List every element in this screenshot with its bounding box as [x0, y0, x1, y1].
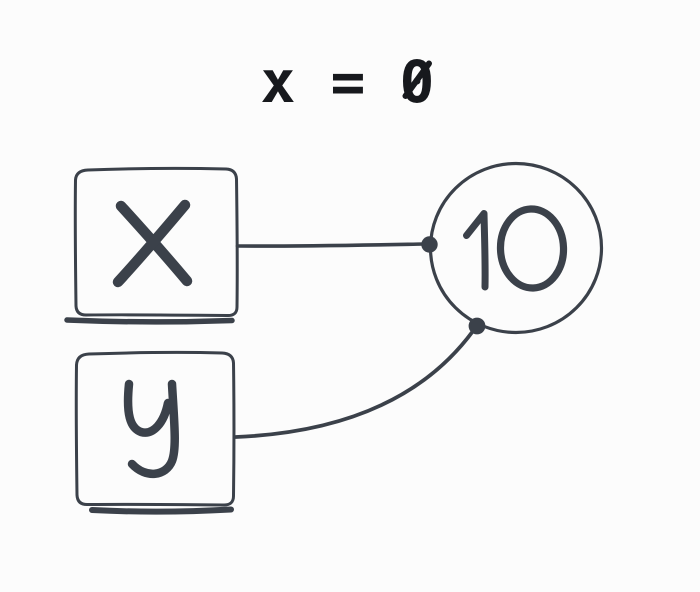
- edges: [234, 242, 475, 439]
- y-glyph-bowl-stroke: [123, 379, 173, 437]
- node-y-box: y: [74, 350, 236, 515]
- edge-x-to-value: [235, 242, 426, 248]
- digit-1-stroke: [463, 210, 489, 291]
- equation: x = 0: [261, 48, 435, 116]
- zero-slash-mark: [402, 60, 432, 99]
- edge-y-to-value: [234, 329, 475, 439]
- x-glyph: [112, 199, 193, 288]
- equation-equals: =: [331, 48, 366, 116]
- y-glyph-stem-stroke: [127, 379, 179, 478]
- node-value-circle: 10: [428, 161, 604, 335]
- digit-0-stroke: [496, 205, 568, 292]
- value-10-glyph: [463, 205, 568, 292]
- node-x-box: X: [64, 166, 239, 325]
- value-circle-outline: [428, 161, 604, 335]
- edge-x-endpoint-dot: [421, 236, 438, 253]
- x-glyph-stroke-2: [112, 199, 191, 288]
- equation-variable: x: [261, 48, 296, 116]
- x-box-bottom-overstroke: [64, 317, 235, 325]
- edge-y-endpoint-dot: [468, 317, 486, 335]
- y-box-bottom-overstroke: [89, 506, 234, 515]
- y-glyph: [123, 379, 179, 478]
